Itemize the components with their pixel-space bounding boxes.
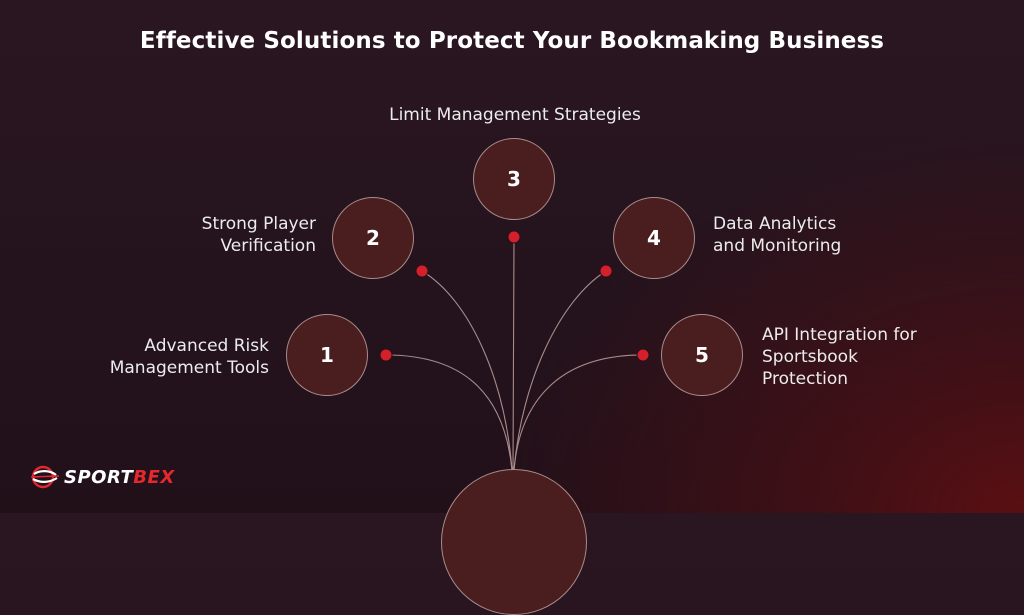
connector-line-4 [513, 270, 607, 471]
step-node-4: 4 [613, 197, 695, 279]
step-node-2: 2 [332, 197, 414, 279]
connector-line-1 [385, 354, 513, 471]
step-number-2: 2 [366, 226, 380, 250]
sportbex-logo: SPORTBEX [30, 464, 175, 490]
step-label-1: Advanced Risk Management Tools [109, 336, 269, 378]
logo-text: SPORTBEX [64, 466, 175, 488]
connector-dot-1 [379, 348, 393, 362]
step-label-4: Data Analytics and Monitoring [713, 214, 842, 256]
connector-dot-4 [599, 264, 613, 278]
connector-dot-3 [507, 230, 521, 244]
step-node-1: 1 [286, 314, 368, 396]
root-node [441, 469, 587, 615]
connector-line-3 [512, 236, 515, 471]
page-title: Effective Solutions to Protect Your Book… [139, 28, 885, 54]
step-number-1: 1 [320, 343, 334, 367]
step-node-5: 5 [661, 314, 743, 396]
connector-line-2 [421, 270, 513, 471]
connector-dot-5 [636, 348, 650, 362]
step-node-3: 3 [473, 138, 555, 220]
step-number-3: 3 [507, 167, 521, 191]
step-label-5: API Integration for Sportsbook Protectio… [762, 325, 917, 389]
connector-lines [379, 230, 650, 471]
connector-line-5 [513, 354, 644, 471]
step-label-3: Limit Management Strategies [389, 105, 641, 125]
step-number-4: 4 [647, 226, 661, 250]
step-label-2: Strong Player Verification [201, 214, 316, 256]
sportbex-ball-icon [30, 465, 60, 489]
step-number-5: 5 [695, 343, 709, 367]
connector-dot-2 [415, 264, 429, 278]
